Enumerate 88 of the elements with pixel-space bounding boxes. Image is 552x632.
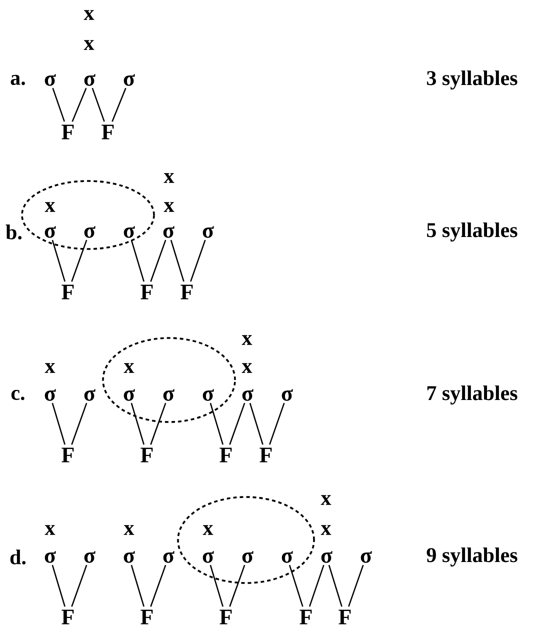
connector-line <box>72 88 87 122</box>
grid-mark: x <box>202 525 214 535</box>
connector-line <box>52 564 66 607</box>
symbol: σ <box>84 389 96 401</box>
symbol: σ <box>84 226 96 238</box>
symbol: σ <box>360 551 372 563</box>
grid-mark: x <box>164 173 174 183</box>
connector-line <box>150 402 166 445</box>
syllable-count: 5 syllables <box>427 222 518 242</box>
symbol: σ <box>202 551 214 563</box>
symbol: σ <box>44 74 56 86</box>
symbol: σ <box>84 551 96 563</box>
grid-mark: x <box>44 363 56 373</box>
row-letter: b. <box>6 224 22 240</box>
connector-line <box>112 88 126 122</box>
symbol: σ <box>124 226 135 238</box>
symbol: σ <box>163 226 174 238</box>
symbol: F <box>62 610 74 624</box>
symbol: F <box>102 124 114 140</box>
connector-line <box>150 240 166 282</box>
symbol: F <box>62 124 74 140</box>
row-letter: a. <box>10 74 25 86</box>
symbol: σ <box>44 551 56 563</box>
symbol: F <box>338 610 351 624</box>
symbol: F <box>62 448 74 462</box>
connector-line <box>71 240 88 282</box>
connector-line <box>71 564 88 607</box>
grid-mark: x <box>320 495 332 505</box>
connector-line <box>130 240 144 282</box>
symbol: σ <box>282 551 293 563</box>
symbol: F <box>140 448 153 462</box>
symbol: σ <box>84 74 96 86</box>
symbol: σ <box>163 551 174 563</box>
symbol: F <box>180 284 193 300</box>
symbol: σ <box>242 389 254 401</box>
connector-line <box>348 564 364 607</box>
connector-line <box>150 564 166 607</box>
connector-line <box>52 88 66 122</box>
connector-line <box>52 240 66 282</box>
symbol: F <box>140 284 153 300</box>
symbol: σ <box>202 389 214 401</box>
connector-line <box>71 402 88 445</box>
symbol: σ <box>124 74 135 86</box>
symbol: F <box>260 448 272 462</box>
symbol: F <box>220 448 232 462</box>
grid-mark: x <box>320 525 332 535</box>
grid-mark: x <box>44 525 56 535</box>
connector-line <box>190 240 206 282</box>
symbol: F <box>62 284 74 300</box>
symbol: σ <box>163 389 174 401</box>
symbol: F <box>140 610 153 624</box>
symbol: σ <box>202 226 214 238</box>
grid-mark: x <box>242 363 252 373</box>
grid-mark: x <box>84 40 94 50</box>
row-letter: d. <box>10 550 26 564</box>
connector-line <box>210 402 224 445</box>
symbol: σ <box>44 226 56 238</box>
connector-line <box>170 240 184 282</box>
connector-line <box>52 402 66 445</box>
connector-line <box>130 564 144 607</box>
syllable-count: 3 syllables <box>427 70 518 90</box>
syllable-count: 7 syllables <box>427 385 518 405</box>
connector-line <box>92 88 105 122</box>
symbol: σ <box>282 389 293 401</box>
symbol: F <box>220 610 232 624</box>
grid-mark: x <box>242 335 252 345</box>
connector-line <box>229 564 246 607</box>
connector-line <box>269 402 285 445</box>
grid-mark: x <box>84 10 94 20</box>
symbol: σ <box>124 389 135 401</box>
row-letter: c. <box>11 390 24 400</box>
grid-mark: x <box>164 202 174 212</box>
grid-mark: x <box>124 363 134 373</box>
connector-line <box>308 564 324 607</box>
symbol: σ <box>44 389 56 401</box>
connector-line <box>288 564 304 607</box>
connector-line <box>229 402 246 445</box>
symbol: F <box>300 610 312 624</box>
connector-line <box>210 564 224 607</box>
grid-mark: x <box>44 202 56 212</box>
connector-line <box>249 402 264 445</box>
syllable-count: 9 syllables <box>426 547 518 567</box>
symbol: σ <box>242 551 254 563</box>
symbol: σ <box>124 551 135 563</box>
grid-mark: x <box>124 525 134 535</box>
connector-line <box>130 402 144 445</box>
symbol: σ <box>321 551 332 563</box>
connector-line <box>328 564 342 607</box>
